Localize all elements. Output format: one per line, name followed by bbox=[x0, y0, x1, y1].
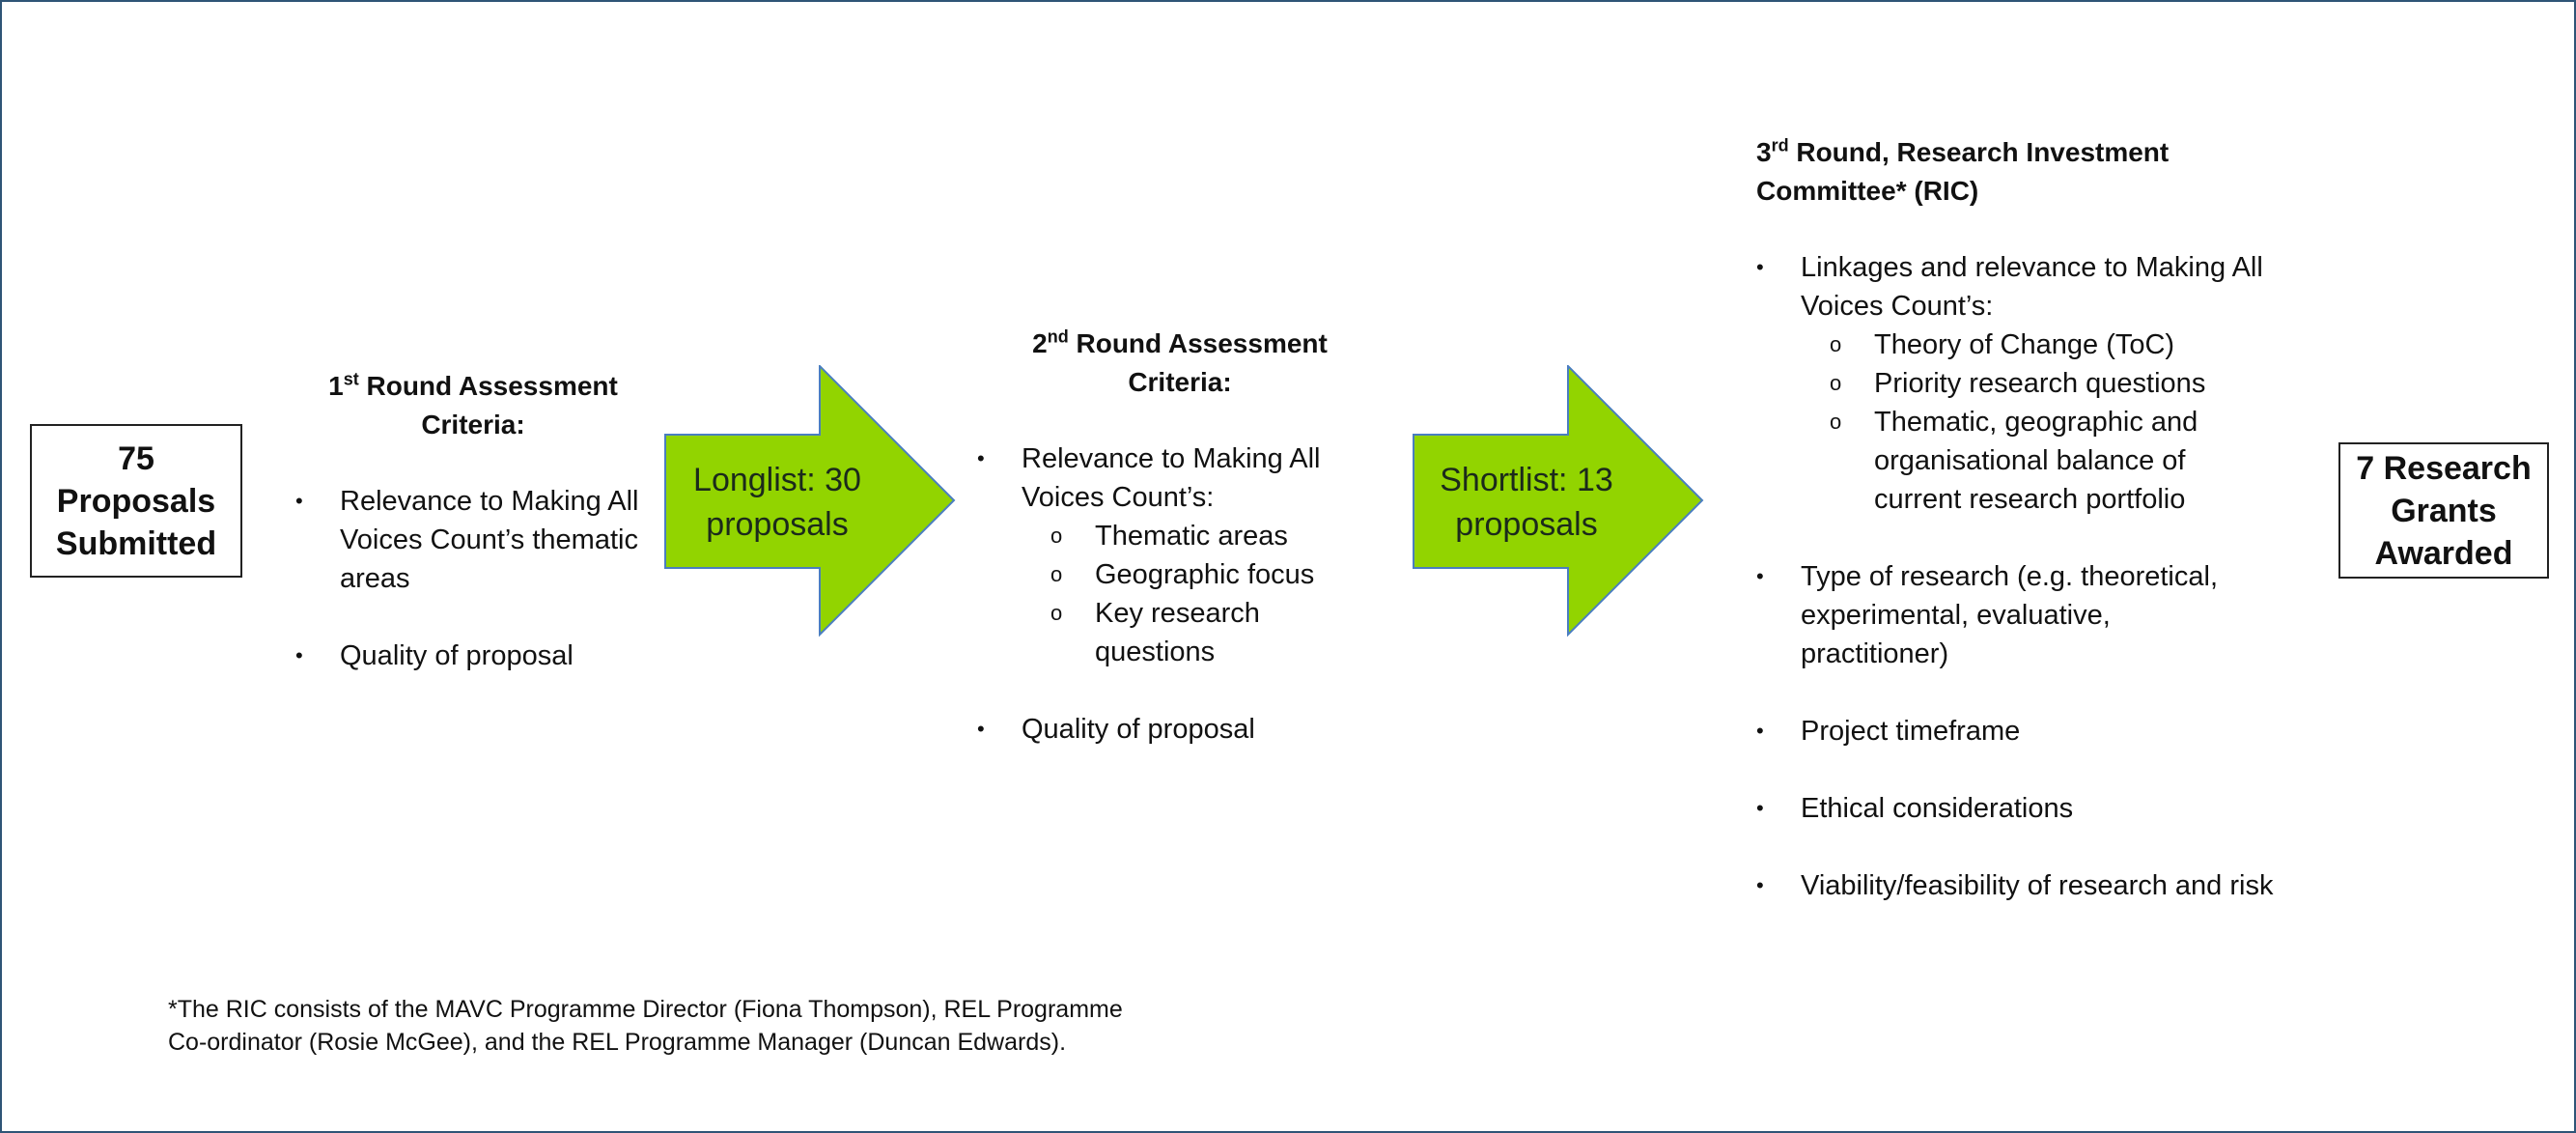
round2-heading: 2nd Round Assessment Criteria: bbox=[994, 325, 1365, 402]
longlist-label: Longlist: 30 proposals bbox=[674, 458, 881, 547]
round1-heading: 1st Round Assessment Criteria: bbox=[290, 367, 657, 444]
round3-criteria-list: Linkages and relevance to Making All Voi… bbox=[1756, 248, 2297, 905]
start-box-line1: 75 bbox=[118, 439, 154, 477]
longlist-arrow-shape bbox=[664, 365, 956, 637]
round3-criterion: Project timeframe bbox=[1756, 712, 2297, 751]
shortlist-label: Shortlist: 13 proposals bbox=[1423, 458, 1630, 547]
round3-criterion1-text: Linkages and relevance to Making All Voi… bbox=[1801, 252, 2263, 322]
shortlist-line1: Shortlist: 13 bbox=[1440, 462, 1613, 498]
end-box-line2: Grants bbox=[2391, 492, 2497, 529]
round2-sub-criterion: Thematic areas bbox=[1050, 517, 1363, 555]
round3-sub-list: Theory of Change (ToC) Priority research… bbox=[1830, 326, 2297, 519]
round3-title-line2: Committee* (RIC) bbox=[1756, 176, 1979, 206]
longlist-arrow bbox=[664, 365, 956, 637]
end-box-line3: Awarded bbox=[2374, 534, 2513, 572]
round1-title-rest: Round Assessment bbox=[358, 371, 618, 401]
round2-sup: nd bbox=[1047, 326, 1069, 347]
round2-criterion: Quality of proposal bbox=[977, 710, 1363, 749]
round3-criterion: Linkages and relevance to Making All Voi… bbox=[1756, 248, 2297, 519]
round3-title-rest: Round, Research Investment bbox=[1788, 137, 2170, 167]
round2-title-line2: Criteria: bbox=[1128, 367, 1232, 397]
shortlist-arrow-shape bbox=[1413, 365, 1704, 637]
grants-awarded-box: 7 Research Grants Awarded bbox=[2338, 442, 2549, 579]
footnote-line1: *The RIC consists of the MAVC Programme … bbox=[168, 996, 1123, 1023]
longlist-line2: proposals bbox=[706, 506, 849, 543]
round3-ordinal: 3 bbox=[1756, 137, 1772, 167]
round3-sub-criterion: Priority research questions bbox=[1830, 364, 2297, 403]
start-box-line2: Proposals bbox=[56, 482, 216, 520]
ric-footnote: *The RIC consists of the MAVC Programme … bbox=[168, 993, 1249, 1059]
round2-criterion: Relevance to Making All Voices Count’s: … bbox=[977, 439, 1363, 671]
round3-sup: rd bbox=[1771, 135, 1789, 156]
round2-ordinal: 2 bbox=[1032, 328, 1048, 358]
round2-criterion1-text: Relevance to Making All Voices Count’s: bbox=[1022, 443, 1321, 513]
round1-criterion: Relevance to Making All Voices Count’s t… bbox=[295, 482, 643, 598]
shortlist-arrow bbox=[1413, 365, 1704, 637]
round1-sup: st bbox=[343, 369, 359, 389]
shortlist-line2: proposals bbox=[1455, 506, 1598, 543]
round3-sub-criterion: Thematic, geographic and organisational … bbox=[1830, 403, 2222, 519]
proposals-submitted-box: 75 Proposals Submitted bbox=[30, 424, 242, 578]
round3-criterion: Type of research (e.g. theoretical, expe… bbox=[1756, 557, 2264, 673]
round1-ordinal: 1 bbox=[328, 371, 344, 401]
round3-criterion: Ethical considerations bbox=[1756, 789, 2297, 828]
round3-heading: 3rd Round, Research Investment Committee… bbox=[1756, 133, 2239, 211]
round2-sub-list: Thematic areas Geographic focus Key rese… bbox=[1050, 517, 1363, 671]
end-box-line1: 7 Research bbox=[2356, 449, 2532, 487]
round2-criteria-list: Relevance to Making All Voices Count’s: … bbox=[977, 439, 1363, 749]
start-box-line3: Submitted bbox=[55, 524, 217, 562]
footnote-line2: Co-ordinator (Rosie McGee), and the REL … bbox=[168, 1029, 1067, 1056]
round1-criterion: Quality of proposal bbox=[295, 637, 643, 675]
round2-title-rest: Round Assessment bbox=[1068, 328, 1328, 358]
round2-sub-criterion: Key research questions bbox=[1050, 594, 1363, 671]
round3-criterion: Viability/feasibility of research and ri… bbox=[1756, 866, 2274, 905]
round2-sub-criterion: Geographic focus bbox=[1050, 555, 1363, 594]
round1-title-line2: Criteria: bbox=[421, 410, 525, 439]
round1-criteria-list: Relevance to Making All Voices Count’s t… bbox=[295, 482, 643, 675]
round3-sub-criterion: Theory of Change (ToC) bbox=[1830, 326, 2297, 364]
longlist-line1: Longlist: 30 bbox=[693, 462, 861, 498]
